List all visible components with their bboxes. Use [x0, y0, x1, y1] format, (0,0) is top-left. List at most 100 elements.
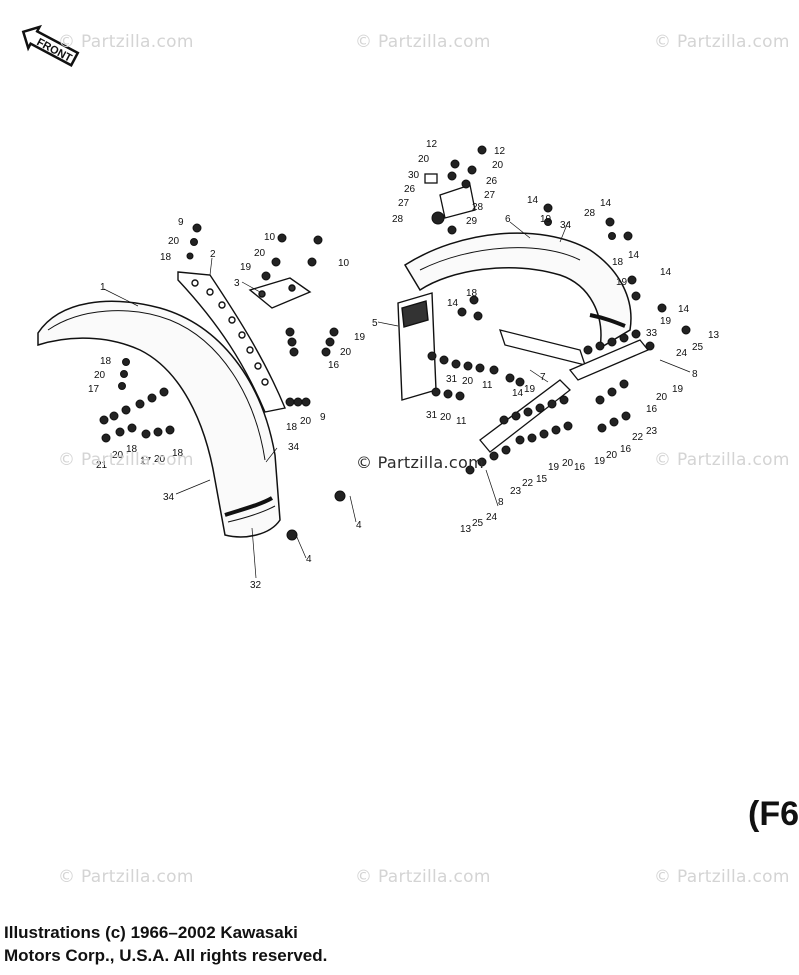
watermark: © Partzilla.com [654, 867, 790, 887]
callout-9: 9 [320, 412, 326, 423]
callout-19: 19 [548, 462, 560, 473]
callout-26: 26 [486, 176, 498, 187]
callout-14: 14 [447, 298, 459, 309]
fender-brace [177, 271, 286, 413]
callout-20: 20 [94, 370, 106, 381]
callout-14: 14 [527, 195, 539, 206]
callout-4: 4 [356, 520, 362, 531]
callout-8: 8 [498, 497, 504, 508]
callout-30: 30 [408, 170, 420, 181]
callout-28: 28 [472, 202, 484, 213]
callout-1: 1 [100, 282, 106, 293]
callout-18: 18 [466, 288, 478, 299]
callout-4: 4 [306, 554, 312, 565]
callout-20: 20 [154, 454, 166, 465]
callout-16: 16 [620, 444, 632, 455]
callout-17: 17 [140, 456, 152, 467]
callout-11: 11 [456, 416, 467, 427]
callout-18: 18 [160, 252, 172, 263]
front-fender [37, 300, 281, 538]
callout-18: 18 [612, 257, 624, 268]
callout-19: 19 [524, 384, 536, 395]
callout-22: 22 [522, 478, 534, 489]
callout-20: 20 [656, 392, 668, 403]
callout-6: 6 [505, 214, 511, 225]
callout-19: 19 [540, 214, 552, 225]
callout-3: 3 [234, 278, 240, 289]
callout-23: 23 [646, 426, 658, 437]
callout-28: 28 [392, 214, 404, 225]
callout-24: 24 [486, 512, 498, 523]
callout-21: 21 [96, 460, 108, 471]
callout-27: 27 [398, 198, 410, 209]
callout-8: 8 [692, 369, 698, 380]
rear-fender [403, 232, 632, 350]
callout-16: 16 [646, 404, 658, 415]
mount-bracket [248, 277, 312, 309]
callout-18: 18 [100, 356, 112, 367]
callout-19: 19 [354, 332, 366, 343]
watermark: © Partzilla.com [58, 32, 194, 52]
callout-22: 22 [632, 432, 644, 443]
callout-20: 20 [418, 154, 430, 165]
callout-31: 31 [446, 374, 458, 385]
callout-7: 7 [540, 372, 546, 383]
side-panel [397, 292, 437, 401]
callout-10: 10 [264, 232, 276, 243]
callout-10: 10 [338, 258, 350, 269]
callout-20: 20 [112, 450, 124, 461]
callout-13: 13 [708, 330, 720, 341]
watermark: © Partzilla.com [58, 450, 194, 470]
callout-20: 20 [340, 347, 352, 358]
watermark: © Partzilla.com [654, 450, 790, 470]
callout-32: 32 [250, 580, 262, 591]
callout-13: 13 [460, 524, 472, 535]
callout-19: 19 [594, 456, 606, 467]
copyright-line-1: Illustrations (c) 1966–2002 Kawasaki [4, 923, 298, 942]
callout-14: 14 [600, 198, 612, 209]
lamp-bracket [424, 173, 476, 219]
callout-34: 34 [560, 220, 572, 231]
fasteners [99, 145, 691, 541]
callout-31: 31 [426, 410, 438, 421]
callout-20: 20 [492, 160, 504, 171]
callout-17: 17 [88, 384, 100, 395]
callout-15: 15 [536, 474, 548, 485]
callout-18: 18 [172, 448, 184, 459]
callout-14: 14 [660, 267, 672, 278]
callout-20: 20 [300, 416, 312, 427]
callout-34: 34 [288, 442, 300, 453]
callout-26: 26 [404, 184, 416, 195]
callout-33: 33 [646, 328, 658, 339]
watermark-center: © Partzilla.com [356, 453, 484, 472]
callout-25: 25 [692, 342, 704, 353]
callout-20: 20 [254, 248, 266, 259]
callout-24: 24 [676, 348, 688, 359]
callout-27: 27 [484, 190, 496, 201]
watermark: © Partzilla.com [355, 32, 491, 52]
callout-25: 25 [472, 518, 484, 529]
copyright-line-2: Motors Corp., U.S.A. All rights reserved… [4, 946, 328, 965]
watermark: © Partzilla.com [654, 32, 790, 52]
callout-16: 16 [328, 360, 340, 371]
callout-11: 11 [482, 380, 493, 391]
callout-14: 14 [628, 250, 640, 261]
callout-16: 16 [574, 462, 586, 473]
callout-18: 18 [126, 444, 138, 455]
leader-lines [103, 221, 691, 579]
callout-12: 12 [426, 139, 438, 150]
callout-12: 12 [494, 146, 506, 157]
copyright-notice: Illustrations (c) 1966–2002 Kawasaki Mot… [4, 921, 327, 967]
callout-28: 28 [584, 208, 596, 219]
callout-19: 19 [240, 262, 252, 273]
diagram-code: (F6 [748, 795, 799, 833]
callout-23: 23 [510, 486, 522, 497]
callout-19: 19 [616, 277, 628, 288]
watermark: © Partzilla.com [58, 867, 194, 887]
callout-14: 14 [512, 388, 524, 399]
fender-struts [479, 329, 650, 453]
callout-14: 14 [678, 304, 690, 315]
callout-20: 20 [562, 458, 574, 469]
callout-20: 20 [606, 450, 618, 461]
